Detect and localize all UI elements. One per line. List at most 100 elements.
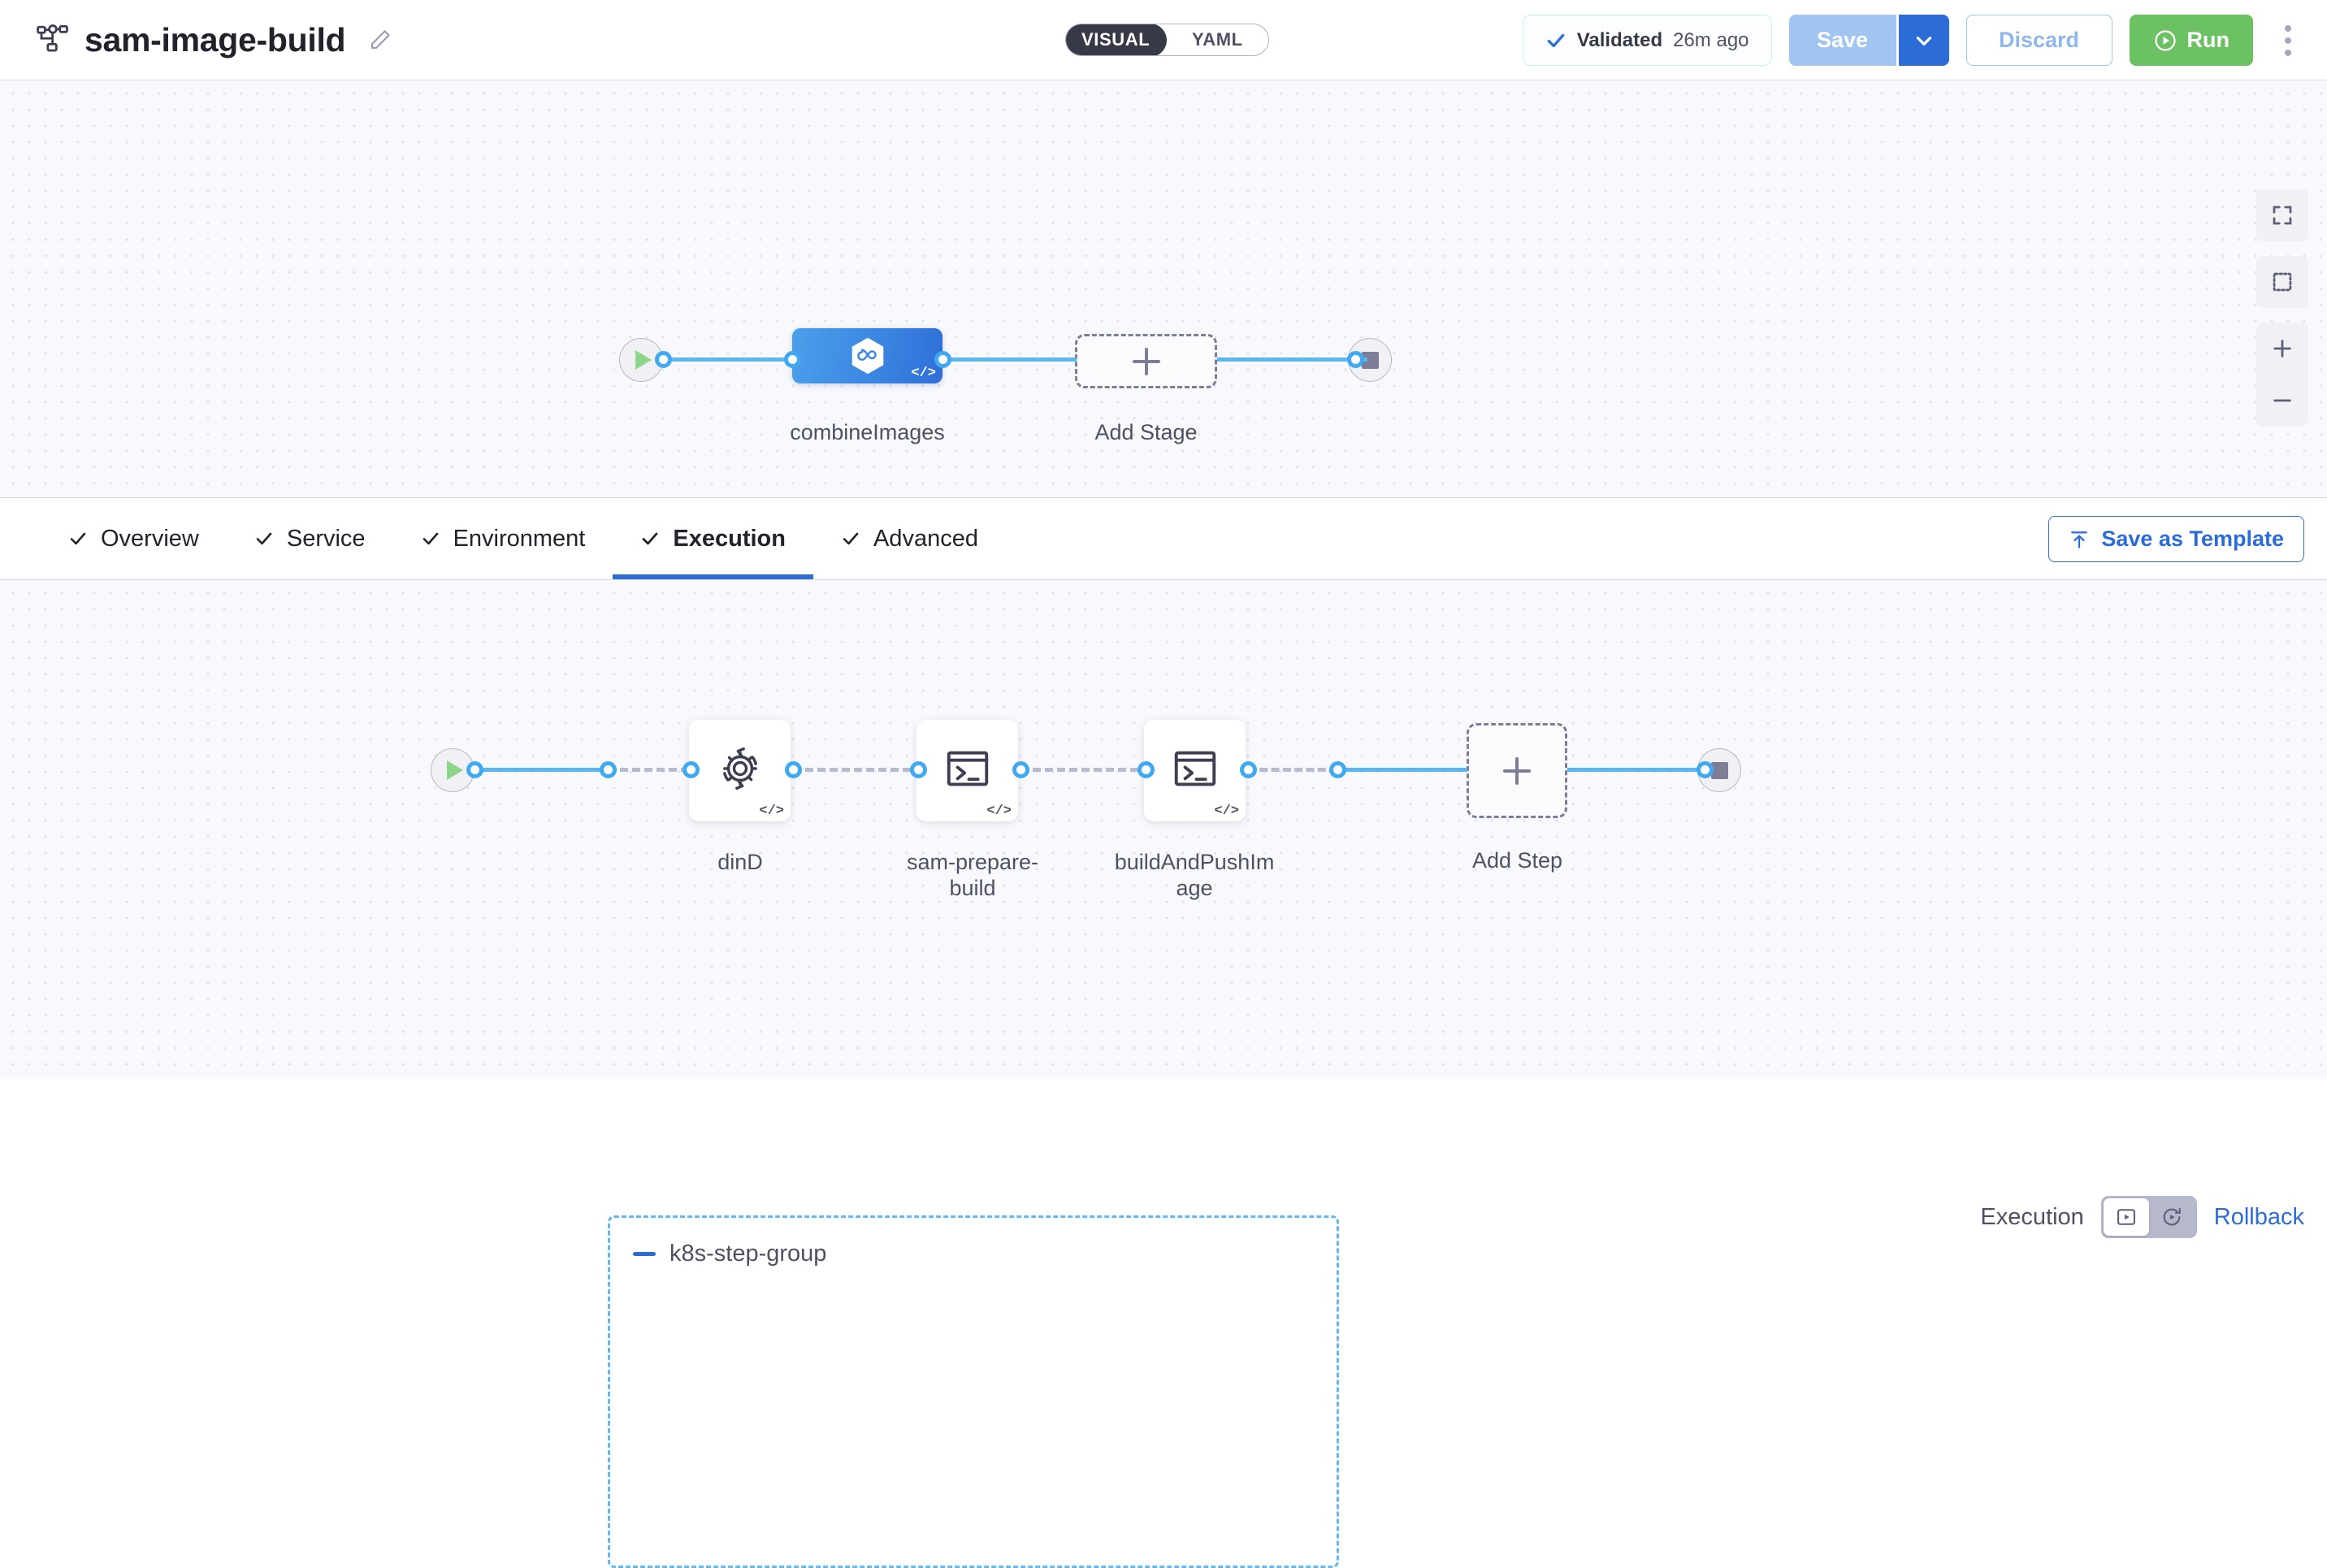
tab-advanced[interactable]: Advanced — [813, 498, 1006, 579]
fullscreen-icon — [2270, 203, 2294, 227]
rollback-toggle-label[interactable]: Rollback — [2214, 1204, 2304, 1231]
play-circle-icon — [2153, 28, 2178, 53]
build-code-badge: </> — [1214, 804, 1239, 818]
dind-code-badge: </> — [759, 804, 784, 818]
link-stage-to-addstage — [942, 357, 1077, 362]
add-stage-button[interactable] — [1075, 334, 1217, 388]
pipeline-nodes-icon — [36, 23, 70, 57]
link-group-to-dind — [608, 768, 689, 772]
add-step-button[interactable] — [1467, 723, 1567, 818]
step-label-dind: dinD — [674, 850, 806, 876]
step-group-header[interactable]: k8s-step-group — [633, 1241, 826, 1267]
plus-icon — [2269, 336, 2295, 362]
zoom-in-button[interactable] — [2256, 323, 2308, 375]
stage-canvas[interactable]: </> combineImages Add Stage — [0, 80, 2327, 497]
tab-execution[interactable]: Execution — [613, 498, 813, 579]
tab-service-label: Service — [287, 526, 366, 552]
run-label: Run — [2187, 28, 2230, 53]
exec-rollback-segmented[interactable] — [2101, 1196, 2197, 1238]
execution-canvas[interactable]: Execution Rollback — [0, 580, 2327, 1079]
dind-input-port[interactable] — [682, 761, 700, 778]
header-actions: Validated 26m ago Save Discard Run — [1523, 0, 2306, 80]
dotted-square-icon — [2271, 271, 2294, 293]
play-box-icon — [2115, 1206, 2138, 1228]
start-play-icon — [447, 760, 463, 780]
tab-execution-label: Execution — [673, 526, 786, 552]
prepare-output-port[interactable] — [1012, 761, 1029, 778]
save-as-template-button[interactable]: Save as Template — [2048, 516, 2304, 562]
dind-output-port[interactable] — [785, 761, 802, 778]
zoom-out-button[interactable] — [2256, 375, 2308, 427]
step-label-sam-prepare-build: sam-prepare- build — [881, 850, 1064, 901]
save-dropdown-button[interactable] — [1896, 15, 1949, 66]
tab-advanced-label: Advanced — [873, 526, 978, 552]
save-as-template-label: Save as Template — [2101, 526, 2284, 552]
prepare-code-badge: </> — [986, 804, 1012, 818]
tab-overview-label: Overview — [101, 526, 199, 552]
save-group: Save — [1789, 15, 1949, 66]
step-node-buildandpushimage[interactable]: </> — [1144, 720, 1246, 821]
infinity-hexagon-icon — [847, 336, 888, 376]
stage-input-port[interactable] — [784, 351, 801, 368]
mode-toggle[interactable]: VISUAL YAML — [1065, 24, 1269, 56]
group-output-port[interactable] — [1329, 761, 1346, 778]
step-end-port[interactable] — [1696, 761, 1714, 778]
add-step-label: Add Step — [1438, 848, 1597, 874]
discard-button[interactable]: Discard — [1966, 15, 2112, 66]
check-icon — [421, 529, 440, 548]
status-badge[interactable]: Validated 26m ago — [1523, 15, 1772, 66]
header-left: sam-image-build — [0, 21, 392, 59]
section-tabbar: Overview Service Environment Execution A… — [0, 497, 2327, 580]
tab-list: Overview Service Environment Execution A… — [0, 498, 1006, 579]
rollback-mode-button[interactable] — [2149, 1198, 2195, 1236]
minus-icon[interactable] — [633, 1252, 656, 1256]
check-icon — [841, 529, 860, 548]
pencil-icon[interactable] — [360, 28, 392, 52]
link-start-to-group — [474, 768, 617, 772]
tab-service[interactable]: Service — [227, 498, 393, 579]
group-input-port[interactable] — [600, 761, 617, 778]
link-addstep-to-end — [1567, 768, 1701, 772]
chevron-down-icon — [1913, 30, 1935, 51]
link-prepare-to-build — [1020, 768, 1138, 772]
gear-rotate-icon — [715, 743, 765, 794]
check-icon — [1545, 30, 1566, 51]
selection-box-button[interactable] — [2256, 256, 2308, 308]
end-port[interactable] — [1347, 351, 1364, 368]
stage-label: combineImages — [760, 420, 975, 446]
tab-environment-label: Environment — [453, 526, 586, 552]
step-group-k8s[interactable]: k8s-step-group — [608, 1215, 1339, 1568]
mode-visual[interactable]: VISUAL — [1065, 24, 1167, 56]
step-node-sam-prepare-build[interactable]: </> — [916, 720, 1018, 821]
add-stage-label: Add Stage — [1046, 420, 1246, 446]
step-start-port[interactable] — [466, 761, 483, 778]
link-group-to-addstep — [1337, 768, 1467, 772]
prepare-input-port[interactable] — [910, 761, 927, 778]
canvas-controls — [2256, 189, 2308, 427]
run-button[interactable]: Run — [2130, 15, 2253, 66]
build-output-port[interactable] — [1240, 761, 1257, 778]
stage-output-port[interactable] — [934, 351, 951, 368]
check-icon — [68, 529, 88, 548]
start-play-icon — [635, 350, 652, 370]
validated-label: Validated — [1577, 29, 1662, 52]
mode-yaml[interactable]: YAML — [1167, 24, 1268, 55]
tab-environment[interactable]: Environment — [393, 498, 613, 579]
tab-overview[interactable]: Overview — [41, 498, 227, 579]
stage-node-combineimages[interactable]: </> — [792, 328, 942, 383]
more-options-icon[interactable] — [2270, 16, 2306, 65]
save-button[interactable]: Save — [1789, 15, 1896, 66]
step-label-buildandpushimage: buildAndPushIm age — [1097, 850, 1292, 901]
fit-to-screen-button[interactable] — [2256, 189, 2308, 241]
page-title: sam-image-build — [84, 21, 345, 59]
execution-mode-button[interactable] — [2104, 1198, 2149, 1236]
start-port[interactable] — [655, 351, 672, 368]
build-input-port[interactable] — [1138, 761, 1155, 778]
link-addstage-to-end — [1217, 357, 1367, 362]
step-node-dind[interactable]: </> — [689, 720, 791, 821]
validated-time: 26m ago — [1673, 29, 1748, 52]
terminal-icon — [942, 743, 993, 794]
step-group-title: k8s-step-group — [670, 1241, 826, 1267]
check-icon — [640, 529, 660, 548]
app-header: sam-image-build VISUAL YAML Validated 26… — [0, 0, 2327, 80]
